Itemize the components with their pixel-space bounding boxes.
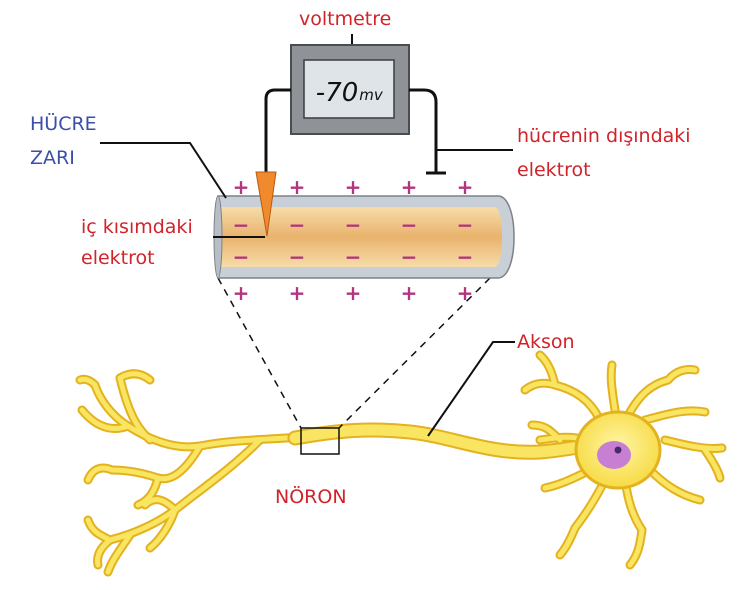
membrane-label-line1: HÜCRE <box>30 113 97 135</box>
outside-charges: + + + + + + + + + + <box>233 175 474 305</box>
outside-electrode-label-line1: hücrenin dışındaki <box>517 125 691 147</box>
charge-minus: − <box>457 245 474 269</box>
nucleus <box>597 441 631 469</box>
outside-electrode-wire <box>409 88 438 172</box>
axon-interior <box>218 207 502 267</box>
inside-electrode-label-line2: elektrot <box>81 247 155 269</box>
voltmeter-reading: -70 <box>316 78 358 108</box>
outside-electrode-label-line2: elektrot <box>517 159 591 181</box>
charge-plus: + <box>233 281 250 305</box>
charge-plus: + <box>345 281 362 305</box>
voltmeter-label: voltmetre <box>299 8 392 30</box>
zoom-line-right <box>338 277 491 429</box>
inside-electrode-needle <box>255 171 277 237</box>
zoom-box <box>300 427 340 455</box>
charge-minus: − <box>233 245 250 269</box>
charge-plus: + <box>345 175 362 199</box>
charge-plus: + <box>457 175 474 199</box>
axon-segment <box>213 195 515 279</box>
charge-minus: − <box>401 213 418 237</box>
charge-minus: − <box>289 213 306 237</box>
membrane-label-pointer <box>100 142 227 199</box>
charge-plus: + <box>289 281 306 305</box>
charge-minus: − <box>345 213 362 237</box>
charge-minus: − <box>233 213 250 237</box>
neuron-label: NÖRON <box>275 486 347 508</box>
inside-electrode-label-line1: iç kısımdaki <box>81 216 193 238</box>
charge-minus: − <box>401 245 418 269</box>
zoom-line-left <box>217 277 302 429</box>
axon <box>287 422 603 460</box>
axon-label-pointer <box>427 341 515 437</box>
neuron <box>75 350 727 577</box>
charge-minus: − <box>345 245 362 269</box>
voltmeter-display <box>303 59 395 119</box>
charge-plus: + <box>401 281 418 305</box>
inside-charges: − − − − − − − − − − <box>233 213 474 269</box>
charge-minus: − <box>289 245 306 269</box>
voltmeter: -70 mv <box>290 34 410 135</box>
charge-minus: − <box>457 213 474 237</box>
left-dendrites <box>75 369 305 577</box>
inside-electrode-wire <box>264 88 291 172</box>
axon-label: Akson <box>517 331 575 353</box>
charge-plus: + <box>401 175 418 199</box>
charge-plus: + <box>289 175 306 199</box>
nucleolus <box>614 446 622 454</box>
membrane-label-line2: ZARI <box>30 147 75 169</box>
charge-plus: + <box>233 175 250 199</box>
voltmeter-unit: mv <box>359 86 384 104</box>
charge-plus: + <box>457 281 474 305</box>
